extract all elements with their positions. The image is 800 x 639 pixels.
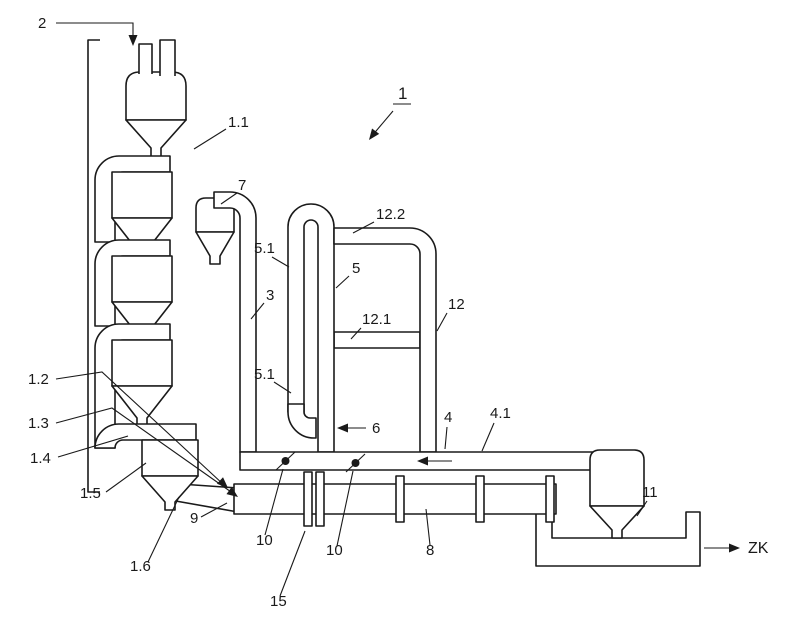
ref-label-12-1: 12.1 (362, 311, 391, 328)
valve-dot (351, 459, 360, 467)
arrowhead (128, 35, 138, 46)
arrowhead (729, 543, 740, 553)
ref-label-8: 8 (426, 542, 434, 559)
cyclone5-body (141, 439, 199, 477)
elbow-5-1-bottom (287, 403, 317, 439)
leader-11 (636, 500, 648, 517)
vessel-7-cone (195, 231, 235, 265)
arrowhead (369, 128, 380, 140)
leader-4-1 (481, 422, 495, 452)
cyclone1-vortex-stub (159, 39, 176, 76)
leader-5 (335, 275, 350, 289)
leader-7 (220, 192, 238, 205)
ref-label-12-2: 12.2 (376, 206, 405, 223)
ref-label-1-2: 1.2 (28, 371, 49, 388)
leader-5-1a (271, 256, 290, 268)
leader-1-1 (193, 128, 227, 150)
vessel-11-body (589, 449, 645, 507)
ref-label-12: 12 (448, 296, 465, 313)
ref-label-11: 11 (642, 484, 658, 501)
flange-plate (315, 471, 325, 527)
ref-label-10a: 10 (256, 532, 273, 549)
ref-label-10b: 10 (326, 542, 343, 559)
cyclone4-cone (111, 385, 173, 429)
riser-pipe-3 (213, 191, 257, 453)
ref-label-1-5: 1.5 (80, 485, 101, 502)
ref-label-3: 3 (266, 287, 274, 304)
cyclone5-inlet-elbow (94, 423, 197, 449)
ref-label-7: 7 (238, 177, 246, 194)
flange-plate (475, 475, 485, 523)
leader-1-5 (105, 462, 147, 493)
ref-label-5-1b: 5.1 (254, 366, 275, 383)
leader-10b (336, 470, 354, 547)
cyclone1-cone (125, 119, 187, 159)
leader-12-1 (350, 327, 362, 340)
leader-3 (250, 302, 265, 320)
ref-label-zk: ZK (748, 540, 769, 557)
ref-label-1-3: 1.3 (28, 415, 49, 432)
cyclone-tower (94, 39, 199, 511)
leader-9 (200, 502, 228, 518)
flange-plate (545, 475, 555, 523)
leader-10a (264, 468, 284, 536)
ref-label-5: 5 (352, 260, 360, 277)
cyclone1-feed-stub (138, 43, 153, 74)
ref-label-4: 4 (444, 409, 452, 426)
arrowhead (337, 423, 348, 433)
leader-12 (436, 312, 448, 332)
ref-label-1-6: 1.6 (130, 558, 151, 575)
flow-arrow-4 (417, 456, 452, 466)
bottom-duct-8 (233, 483, 557, 515)
reference-labels: 2 1 1.1 7 5.1 12.2 5 3 12.1 12 1.2 1.3 1… (28, 15, 769, 610)
flange-plate (303, 471, 313, 527)
cyclone3-body (111, 255, 173, 303)
valve-dot (281, 457, 290, 465)
duct-12-2-and-riser-12 (333, 227, 437, 453)
ref-label-1: 1 (398, 84, 407, 103)
arrowhead (216, 477, 228, 488)
flange-plate (395, 475, 405, 523)
cyclone5-cone (141, 475, 199, 511)
gooseneck-riser-5 (287, 203, 335, 453)
ref-label-2: 2 (38, 15, 46, 32)
vessel-11-cone (589, 505, 645, 539)
zk-outlet-channel (535, 507, 701, 567)
tower-bracket (87, 39, 100, 493)
leader-1-6 (147, 496, 180, 563)
leader-8 (425, 508, 431, 546)
leader-lines (55, 22, 740, 597)
cyclone1-body (125, 71, 187, 121)
ref-label-4-1: 4.1 (490, 405, 511, 422)
flap-valve-10-right (345, 453, 366, 473)
ref-label-1-4: 1.4 (30, 450, 51, 467)
leader-2 (56, 22, 134, 40)
cross-duct-12-1 (333, 331, 421, 349)
ref-label-5-1a: 5.1 (254, 240, 275, 257)
leader-1-4 (57, 435, 129, 458)
leader-1-2 (55, 371, 225, 486)
leader-1-3 (55, 407, 235, 495)
ref-label-9: 9 (190, 510, 198, 527)
ref-label-1-1: 1.1 (228, 114, 249, 131)
leader-15 (279, 530, 306, 597)
leader-4 (444, 426, 448, 450)
leader-12-2 (352, 221, 375, 234)
ref-label-15: 15 (270, 593, 287, 610)
cyclone4-body (111, 339, 173, 387)
arrowhead (417, 456, 428, 466)
flap-valve-10-left (275, 451, 296, 471)
leader-5-1b (273, 381, 292, 394)
ref-label-6: 6 (372, 420, 380, 437)
cyclone2-body (111, 171, 173, 219)
arrowhead (226, 486, 238, 497)
